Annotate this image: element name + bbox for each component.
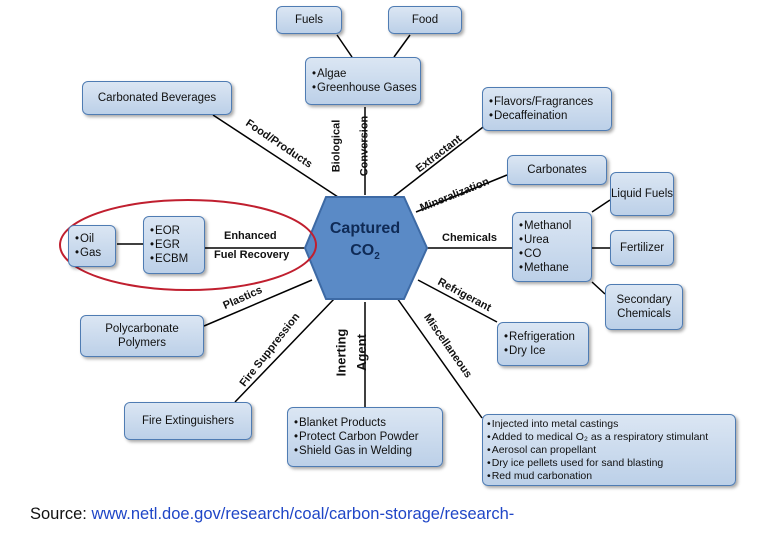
spoke-food bbox=[212, 114, 339, 198]
box-polycarbonate-text: Polycarbonate Polymers bbox=[105, 323, 179, 349]
list-item: Shield Gas in Welding bbox=[294, 444, 419, 458]
captured-co2-hexagon bbox=[303, 196, 429, 300]
box-inerting-list: Blanket ProductsProtect Carbon PowderShi… bbox=[287, 407, 443, 467]
box-fuels-text: Fuels bbox=[294, 14, 324, 26]
list-item: EOR bbox=[150, 224, 188, 238]
box-fertilizer: Fertilizer bbox=[610, 230, 674, 266]
box-polycarbonate: Polycarbonate Polymers bbox=[80, 315, 204, 357]
label-fuel-recovery: Fuel Recovery bbox=[214, 249, 290, 261]
box-food: Food bbox=[388, 6, 462, 34]
list-item: Urea bbox=[519, 233, 571, 247]
label-chemicals: Chemicals bbox=[442, 232, 498, 244]
box-fire-extinguishers-text: Fire Extinguishers bbox=[141, 415, 235, 427]
list-item: Added to medical O₂ as a respiratory sti… bbox=[487, 431, 709, 444]
list-item: Algae bbox=[312, 67, 417, 81]
list-item: Blanket Products bbox=[294, 416, 419, 430]
hub-title-line2: CO2 bbox=[298, 240, 432, 268]
box-carbonates: Carbonates bbox=[507, 155, 607, 185]
box-eor: EOREGRECBM bbox=[143, 216, 205, 274]
hub-subscript: 2 bbox=[374, 251, 380, 263]
box-oil-gas: OilGas bbox=[68, 225, 116, 267]
spoke-misc bbox=[396, 297, 483, 419]
box-secondary-chemicals: Secondary Chemicals bbox=[605, 284, 683, 330]
spoke-plastics bbox=[203, 279, 313, 327]
list-item: Gas bbox=[75, 246, 101, 260]
box-flavors: Flavors/FragrancesDecaffeination bbox=[482, 87, 612, 131]
list-item: Red mud carbonation bbox=[487, 470, 708, 483]
hub-title-line1: Captured bbox=[329, 220, 401, 237]
list-item: Dry ice pellets used for sand blasting bbox=[487, 457, 708, 470]
box-algae-ghg: AlgaeGreenhouse Gases bbox=[305, 57, 421, 105]
link-fuels bbox=[336, 34, 353, 58]
label-enhanced: Enhanced bbox=[224, 230, 277, 242]
link-secondary bbox=[591, 281, 606, 295]
list-item: Methane bbox=[519, 261, 571, 275]
box-liquid-fuels-text: Liquid Fuels bbox=[611, 188, 674, 200]
box-fire-extinguishers: Fire Extinguishers bbox=[124, 402, 252, 440]
list-item: Decaffeination bbox=[489, 109, 593, 123]
hub-subtitle: CO bbox=[350, 242, 375, 259]
box-liquid-fuels: Liquid Fuels bbox=[610, 172, 674, 216]
spoke-fire bbox=[234, 297, 336, 403]
list-item: Flavors/Fragrances bbox=[489, 95, 593, 109]
list-item: Oil bbox=[75, 232, 101, 246]
label-conversion: Conversion bbox=[358, 115, 371, 177]
box-chemicals-list: MethanolUreaCOMethane bbox=[512, 212, 592, 282]
link-food bbox=[393, 34, 411, 58]
link-liquid-fuels bbox=[591, 199, 611, 213]
list-item: Greenhouse Gases bbox=[312, 81, 417, 95]
list-item: Protect Carbon Powder bbox=[294, 430, 419, 444]
box-carbonated-beverages: Carbonated Beverages bbox=[82, 81, 232, 115]
box-carbonates-text: Carbonates bbox=[527, 164, 587, 176]
box-fertilizer-text: Fertilizer bbox=[619, 242, 665, 254]
label-agent: Agent bbox=[353, 334, 369, 371]
box-food-text: Food bbox=[411, 14, 439, 26]
list-item: Methanol bbox=[519, 219, 571, 233]
source-line: Source: www.netl.doe.gov/research/coal/c… bbox=[30, 505, 514, 524]
highlight-ellipse bbox=[59, 199, 317, 291]
spoke-extractant bbox=[392, 123, 488, 198]
list-item: Refrigeration bbox=[504, 330, 575, 344]
label-inerting: Inerting bbox=[333, 328, 349, 377]
list-item: Injected into metal castings bbox=[487, 418, 708, 431]
spoke-refrigerant bbox=[417, 279, 498, 323]
box-secondary-chemicals-text: Secondary Chemicals bbox=[616, 294, 672, 320]
list-item: ECBM bbox=[150, 252, 188, 266]
box-carbonated-beverages-text: Carbonated Beverages bbox=[97, 92, 217, 104]
list-item: CO bbox=[519, 247, 571, 261]
source-prefix: Source: bbox=[30, 505, 92, 523]
label-biological: Biological bbox=[330, 119, 343, 173]
list-item: Aerosol can propellant bbox=[487, 444, 708, 457]
box-refrigeration: RefrigerationDry Ice bbox=[497, 322, 589, 366]
source-link[interactable]: www.netl.doe.gov/research/coal/carbon-st… bbox=[91, 505, 515, 523]
box-misc-list: Injected into metal castingsAdded to med… bbox=[482, 414, 736, 486]
list-item: EGR bbox=[150, 238, 188, 252]
box-fuels: Fuels bbox=[276, 6, 342, 34]
hub-title: Captured CO2 bbox=[298, 218, 432, 268]
list-item: Dry Ice bbox=[504, 344, 575, 358]
spoke-mineralization bbox=[415, 174, 508, 213]
